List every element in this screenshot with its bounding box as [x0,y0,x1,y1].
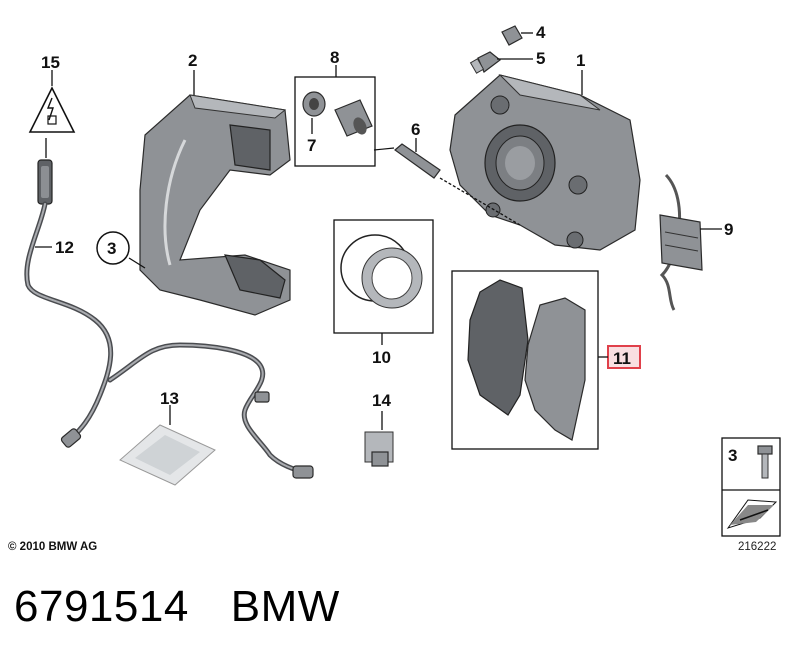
part-number: 6791514 [14,582,189,631]
label-14[interactable]: 14 [372,391,391,410]
brand: BMW [230,582,340,631]
footer: 6791514 BMW [14,582,382,632]
label-12[interactable]: 12 [55,238,74,257]
guide-bolt [373,143,441,179]
caliper-carrier [139,94,291,316]
guide-sleeve [302,91,373,137]
box-8 [294,76,376,167]
bolt-icon [757,445,773,479]
label-6[interactable]: 6 [411,120,420,139]
bleeder-valve [469,51,501,74]
label-7[interactable]: 7 [307,136,316,155]
label-13[interactable]: 13 [160,389,179,408]
label-8[interactable]: 8 [330,48,339,67]
legend-box: 3 [721,437,781,537]
label-11[interactable]: 11 [613,349,631,368]
leader-6-dashed [439,177,521,226]
diagram-code: 216222 [738,541,777,553]
label-5[interactable]: 5 [536,49,545,68]
label-3[interactable]: 3 [107,239,116,258]
grease-pack [119,424,216,486]
copyright: © 2010 BMW AG [8,541,98,553]
label-9[interactable]: 9 [724,220,733,239]
piston-seal-kit [340,234,423,309]
brake-pad-set [467,279,586,441]
bleeder-cap [501,25,523,46]
label-2[interactable]: 2 [188,51,197,70]
label-4[interactable]: 4 [536,23,546,42]
warning-triangle-icon [28,86,76,133]
legend-number: 3 [728,446,737,465]
box-11 [451,270,599,450]
anti-rattle-spring [659,173,703,311]
box-10 [333,219,434,334]
brake-caliper [449,74,641,251]
label-15[interactable]: 15 [41,53,60,72]
label-1[interactable]: 1 [576,51,585,70]
label-10[interactable]: 10 [372,348,391,367]
callout-3-circle [96,231,130,265]
arrow-icon [739,509,769,521]
wear-sensor-cable [24,159,314,479]
leader-3 [128,257,146,269]
sensor-clip [364,431,394,467]
